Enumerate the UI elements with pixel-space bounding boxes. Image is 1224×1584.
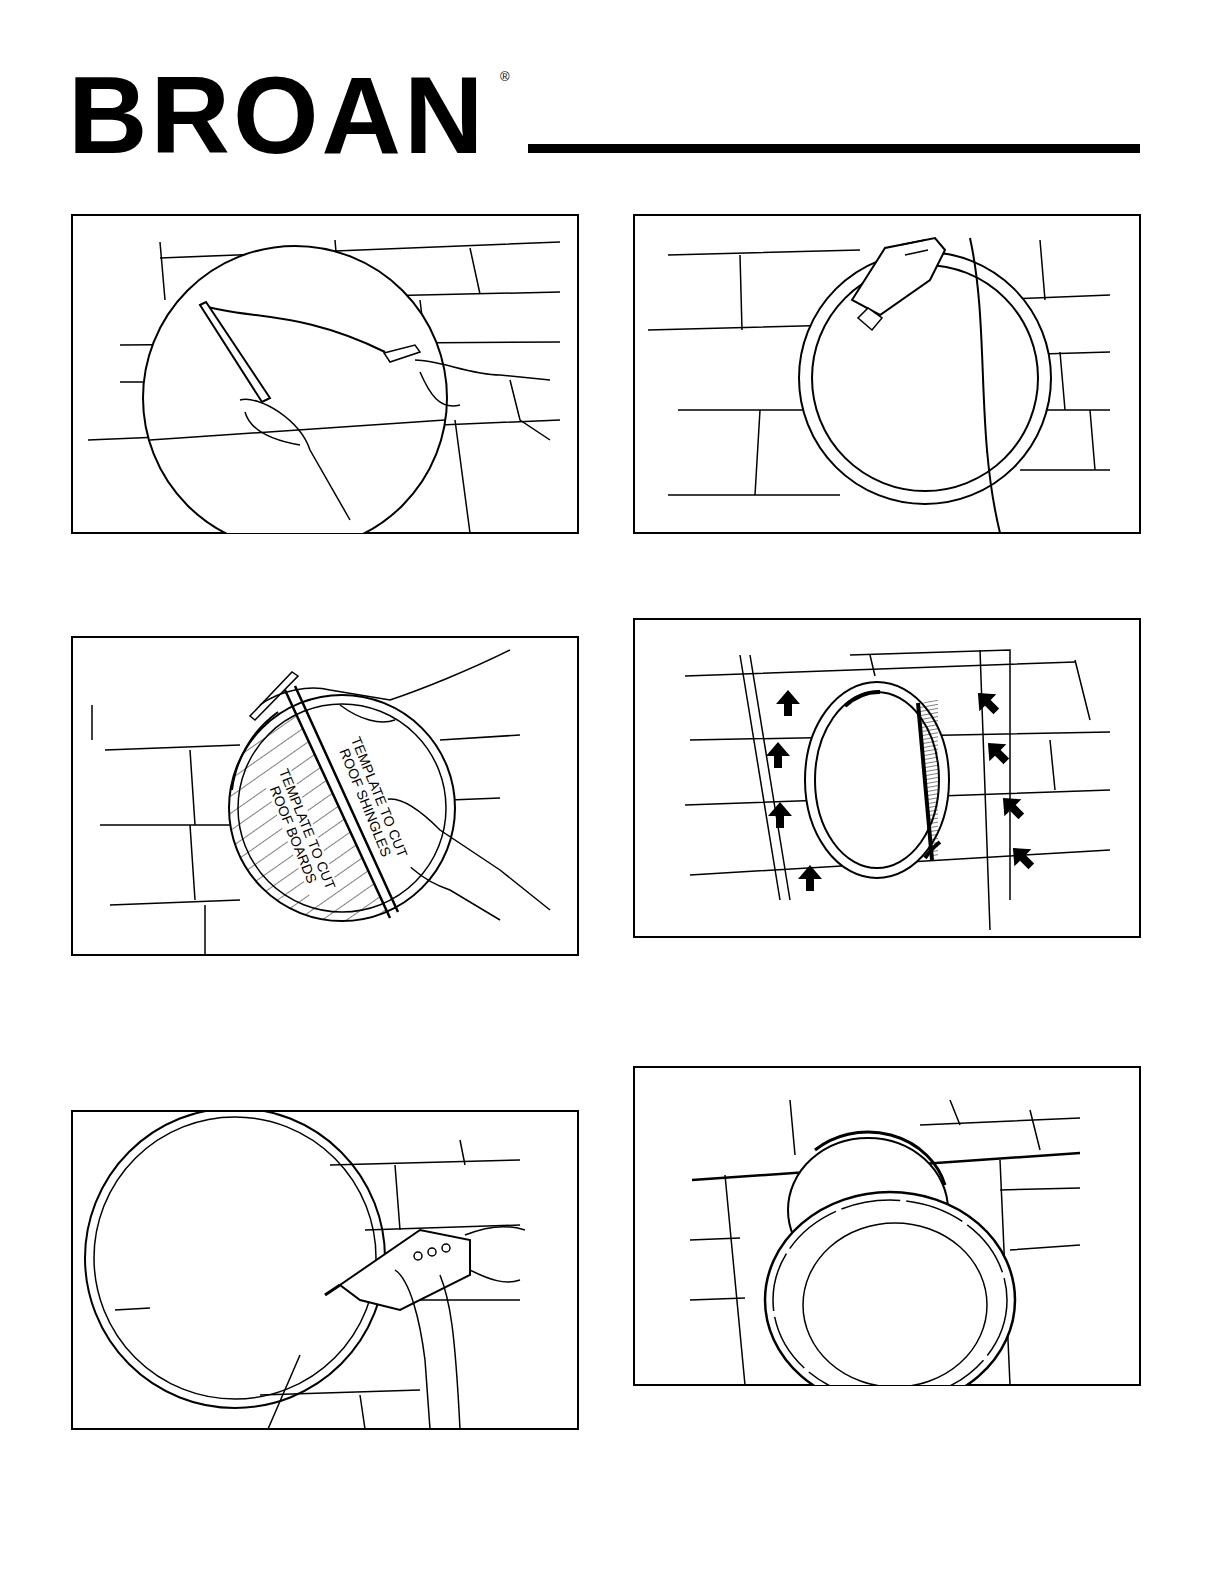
illustration-path	[969, 684, 1004, 719]
illustration-path	[260, 650, 510, 722]
illustration-g	[1004, 839, 1039, 874]
illustration-path	[970, 238, 1000, 533]
illustration-g	[648, 238, 1110, 533]
illustration-path	[979, 734, 1014, 769]
illustration-g	[85, 1111, 525, 1429]
illustration-path	[1004, 839, 1039, 874]
illustration-g	[685, 650, 1110, 930]
illustration-path	[768, 802, 792, 828]
illustration-circle	[442, 1244, 450, 1252]
illustration-path	[415, 360, 550, 440]
illustration-circle	[414, 1252, 422, 1260]
illustration-path	[200, 302, 270, 402]
illustration-path	[900, 240, 928, 255]
illustration-path	[815, 1132, 945, 1185]
illustration-path	[115, 1160, 520, 1395]
illustration-g	[766, 684, 1040, 891]
illustration-path	[384, 345, 420, 362]
illustration-path	[325, 1285, 340, 1295]
illustration-ellipse	[815, 692, 939, 868]
illustration-ellipse	[803, 1223, 987, 1385]
illustration-path	[845, 692, 940, 858]
illustration-path	[994, 789, 1029, 824]
illustration-g	[994, 789, 1029, 824]
illustration-g	[979, 734, 1014, 769]
illustration-g	[690, 1100, 1080, 1385]
illustration-rect	[528, 144, 1140, 153]
illustration-path	[852, 238, 945, 315]
illustration-g	[72, 637, 550, 955]
illustration-path	[240, 399, 350, 520]
illustration-ellipse	[773, 1200, 1007, 1385]
registered-mark: ®	[500, 70, 510, 83]
brand-logo: BROAN	[68, 60, 486, 170]
illustration-path	[766, 742, 790, 768]
illustration-path	[798, 865, 822, 891]
illustration-circle	[812, 265, 1038, 491]
illustration-path	[918, 703, 932, 860]
illustration-circle	[143, 246, 447, 533]
illustration-path	[776, 690, 800, 716]
illustration-circle	[428, 1248, 436, 1256]
illustration-rect	[634, 619, 1140, 937]
illustration-rect	[634, 215, 1140, 533]
illustration-path	[740, 650, 1090, 930]
illustration-ellipse	[765, 1192, 1015, 1385]
illustration-path	[858, 308, 882, 330]
illustration-path	[395, 1227, 525, 1429]
illustration-ellipse	[805, 682, 949, 878]
illustration-path	[340, 1230, 470, 1310]
illustration-path	[190, 825, 205, 955]
illustration-circle	[85, 1111, 385, 1408]
illustration-g	[969, 684, 1004, 719]
illustration-path	[150, 420, 445, 440]
illustration-circle	[94, 1117, 376, 1399]
illustration-circle	[799, 252, 1051, 504]
illustration-g	[88, 240, 560, 533]
